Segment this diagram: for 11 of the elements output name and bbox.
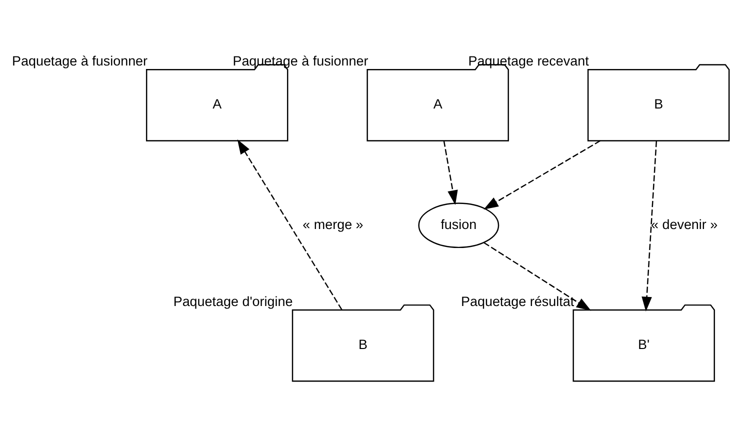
edge-label: « merge » <box>302 216 364 232</box>
node-label: Paquetage résultat <box>461 294 574 310</box>
arrow <box>484 242 592 311</box>
arrow <box>484 140 601 210</box>
arrow <box>642 140 658 312</box>
node-label: Paquetage d'origine <box>173 294 293 310</box>
arrow <box>237 139 342 310</box>
node-ellipse: fusion <box>418 202 500 248</box>
node-label: Paquetage à fusionner <box>12 54 148 69</box>
arrow <box>443 140 458 206</box>
edge-label: « devenir » <box>650 216 718 232</box>
